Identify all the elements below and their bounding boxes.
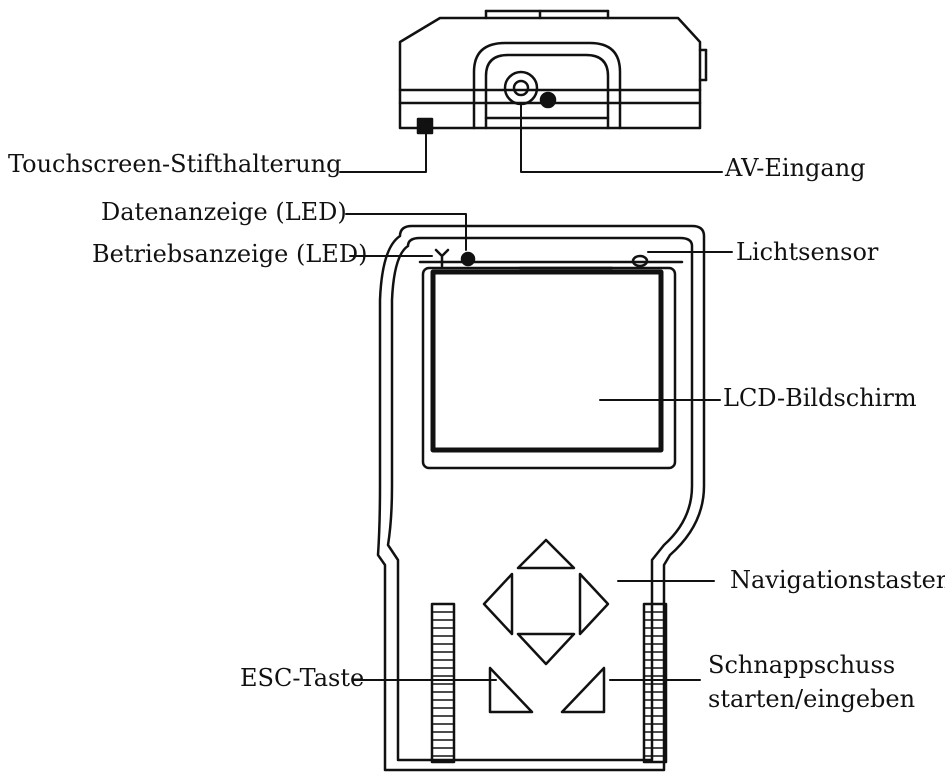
light-sensor-label: Lichtsensor: [736, 238, 879, 266]
data-led: [460, 251, 476, 267]
device-top-view: [398, 9, 708, 135]
stylus-holder: [416, 117, 434, 135]
nav-right-key: [578, 572, 610, 636]
esc-key: [488, 666, 534, 714]
snapshot-label-line1: Schnappschuss: [708, 651, 896, 679]
nav-left-key: [482, 572, 514, 636]
power-led: [434, 248, 450, 268]
snapshot-key-label: Schnappschuss starten/eingeben: [708, 648, 915, 716]
nav-up-key: [516, 538, 576, 570]
touchscreen-holder-label: Touchscreen-Stifthalterung: [8, 150, 342, 178]
leader-lines: [339, 103, 733, 681]
nav-down-key: [516, 632, 576, 666]
av-connector: [503, 70, 539, 106]
nav-keys-label: Navigationstasten: [730, 566, 945, 594]
snapshot-label-line2: starten/eingeben: [708, 685, 916, 713]
navigation-keys: [482, 538, 610, 666]
lcd-screen-label: LCD-Bildschirm: [723, 384, 917, 412]
lcd-screen: [430, 269, 664, 453]
av-input-label: AV-Eingang: [725, 154, 866, 182]
snapshot-key: [560, 666, 606, 714]
esc-key-label: ESC-Taste: [240, 664, 365, 692]
light-sensor: [631, 254, 649, 268]
screen-bezel: [421, 266, 677, 470]
side-grips: [430, 602, 668, 764]
data-led-label: Datenanzeige (LED): [101, 198, 347, 226]
device-front-view: [376, 224, 706, 772]
power-led-label: Betriebsanzeige (LED): [92, 240, 368, 268]
